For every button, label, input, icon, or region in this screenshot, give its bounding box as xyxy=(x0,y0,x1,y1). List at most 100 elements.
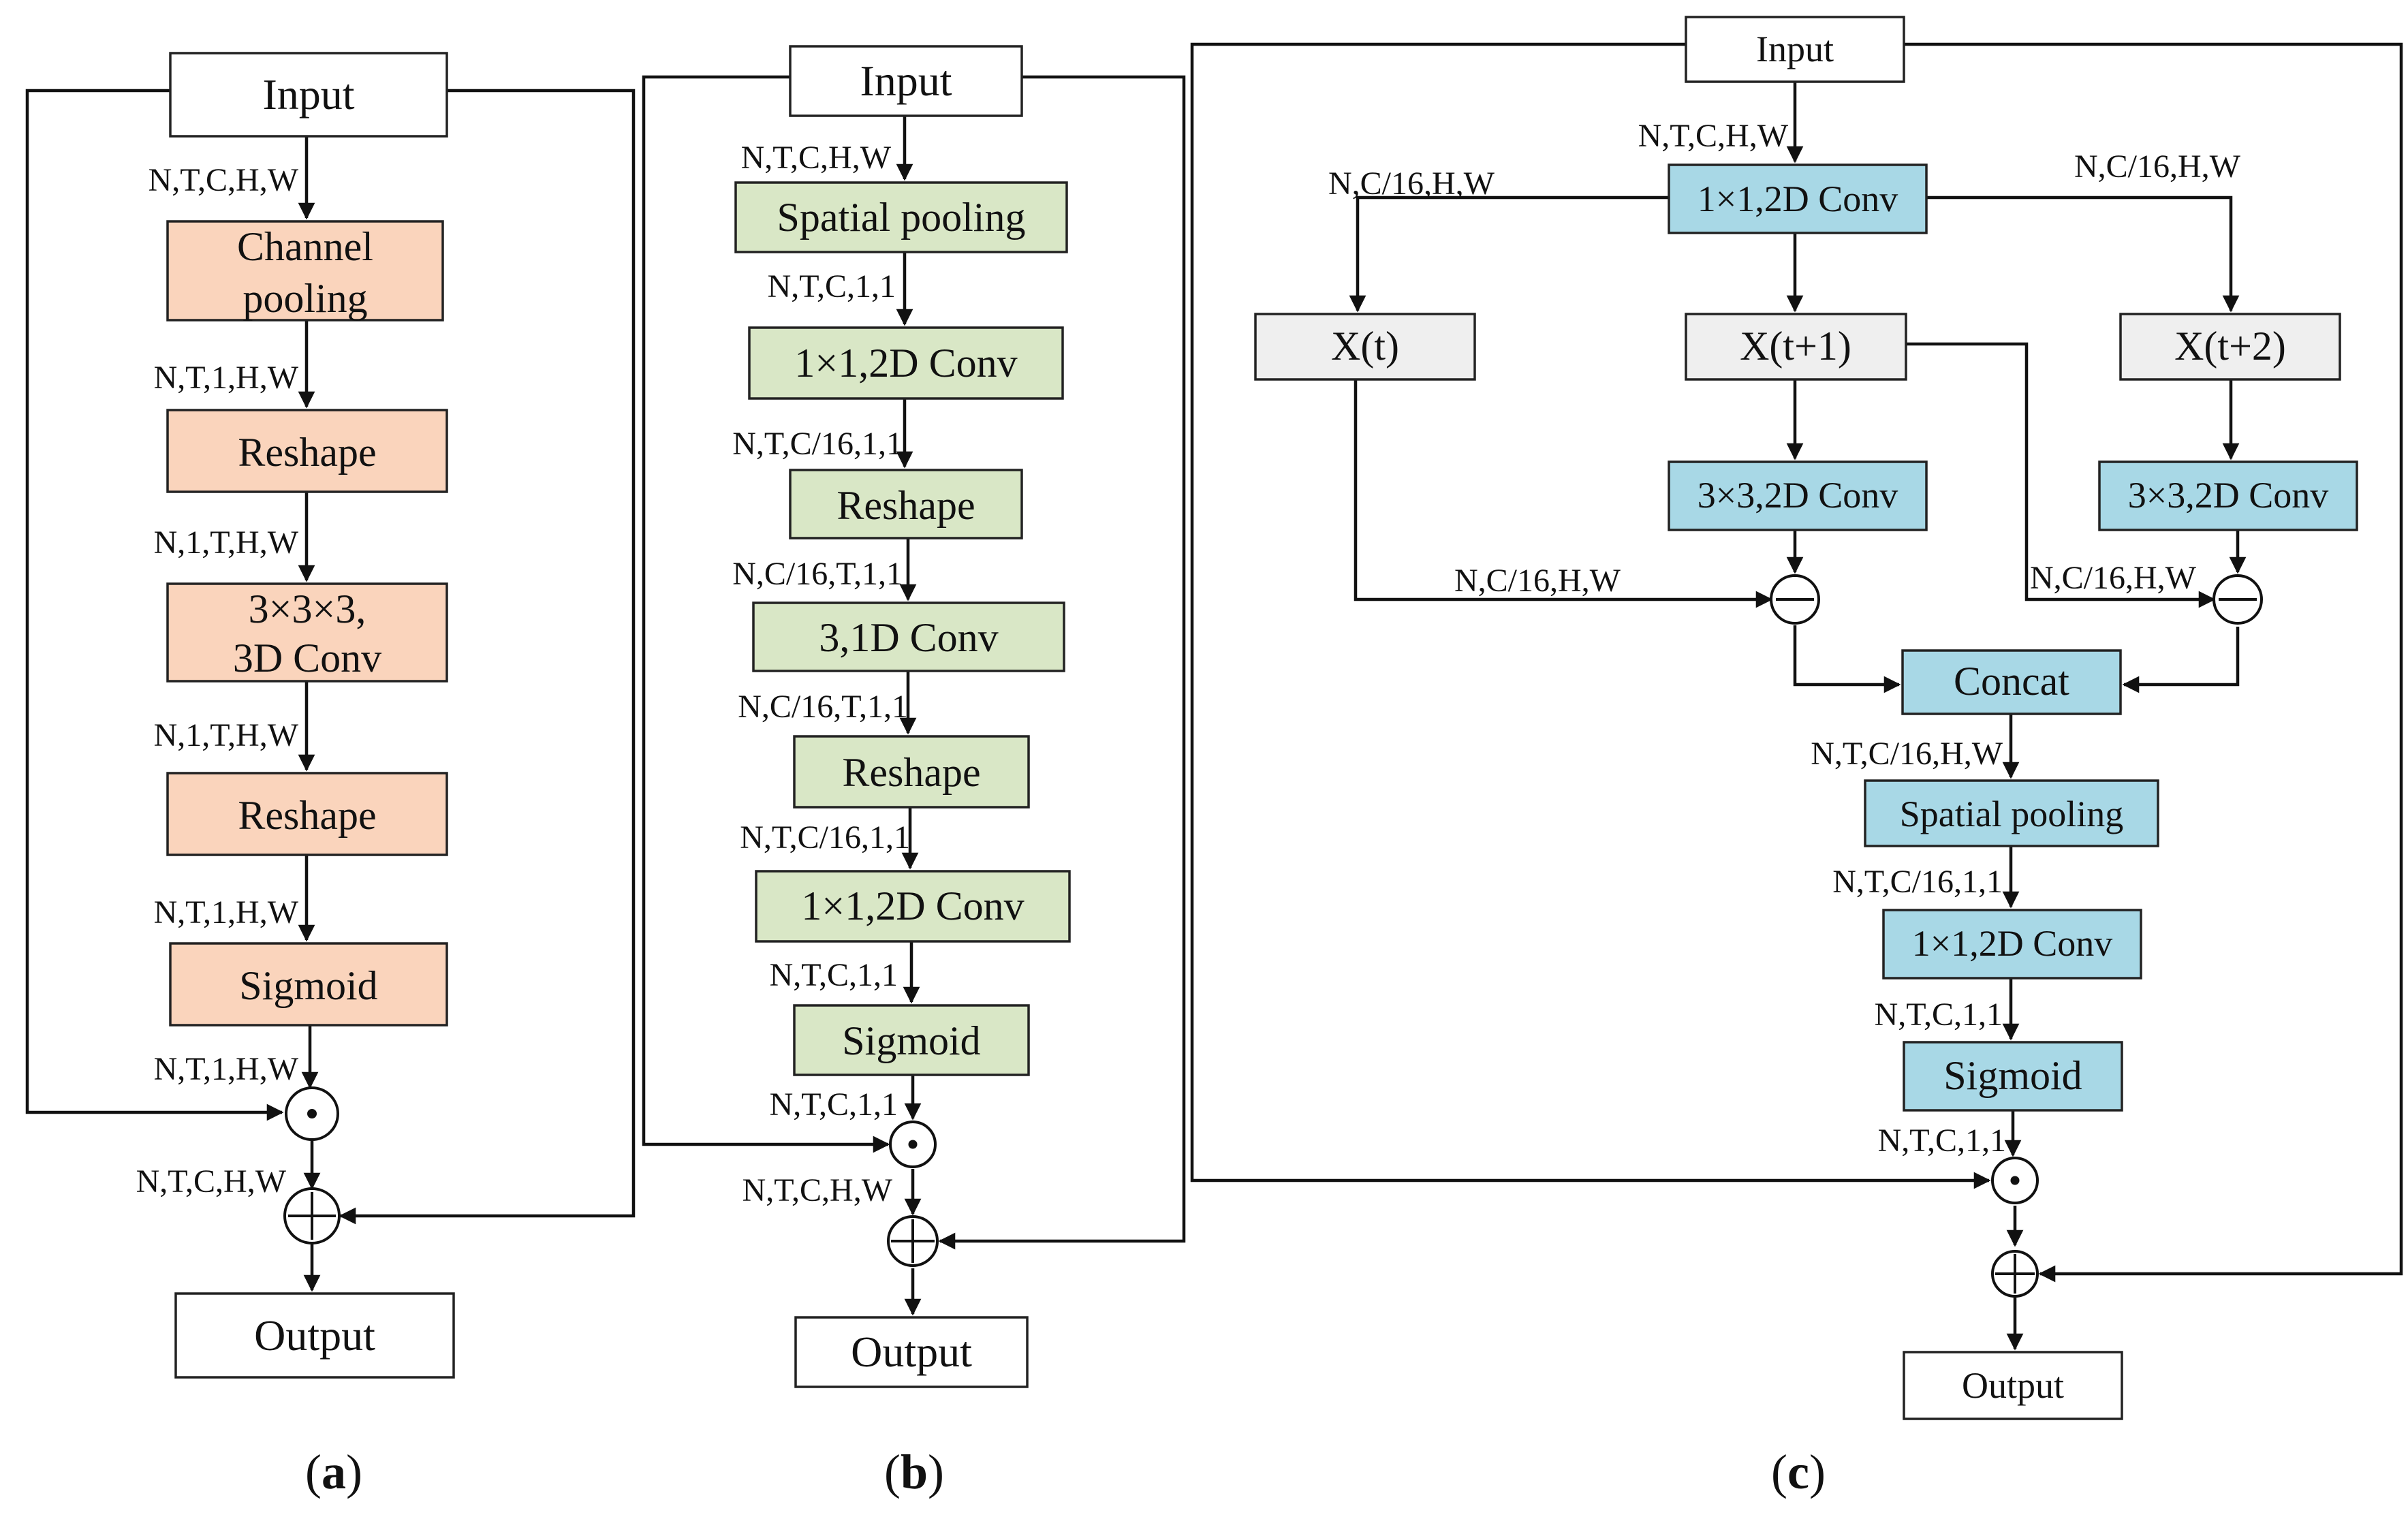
panel-b-label-2: N,T,C,1,1 xyxy=(768,268,896,304)
panel-c-label-concat: N,T,C/16,H,W xyxy=(1811,736,2003,772)
panel-c-label-input: N,T,C,H,W xyxy=(1638,118,1789,154)
panel-a-label-6: N,T,1,H,W xyxy=(154,1051,299,1087)
panel-b-input-box xyxy=(789,45,1023,117)
panel-b-label-1: N,T,C,H,W xyxy=(741,140,892,176)
panel-b-reshape-1-text: Reshape xyxy=(836,483,975,528)
panel-a-label-4: N,1,T,H,W xyxy=(154,717,299,753)
panel-b-multiply-node xyxy=(889,1121,937,1168)
panel-c-label-pool: N,T,C/16,1,1 xyxy=(1832,864,2003,900)
panel-b-input-text: Input xyxy=(860,57,952,105)
panel-a-sigmoid-box xyxy=(169,942,448,1027)
panel-a: Input Channel pooling Reshape 3×3×3, 3D … xyxy=(25,52,636,1499)
panel-b-caption: (b) xyxy=(884,1445,944,1499)
panel-b-conv2d-2-text: 1×1,2D Conv xyxy=(801,883,1024,928)
panel-c-spatial-pooling-text: Spatial pooling xyxy=(1900,794,2123,834)
panel-c-xt1-text: X(t+1) xyxy=(1740,324,1851,369)
panel-c-conv2d-bottom-box xyxy=(1882,909,2142,980)
panel-a-reshape-1-text: Reshape xyxy=(238,430,376,475)
panel-b-reshape-2-text: Reshape xyxy=(842,750,980,795)
panel-a-channel-pooling-box xyxy=(166,220,444,322)
panel-c-add-node xyxy=(1991,1250,2039,1298)
panel-a-label-7: N,T,C,H,W xyxy=(136,1163,287,1200)
panel-c-label-sub-b: N,C/16,H,W xyxy=(2030,560,2197,596)
panel-c-input-text: Input xyxy=(1756,29,1834,69)
panel-a-output-text: Output xyxy=(254,1311,375,1360)
panel-a-label-2: N,T,1,H,W xyxy=(154,360,299,396)
panel-c-xt-box xyxy=(1254,313,1476,381)
panel-c-spatial-pooling-box xyxy=(1864,779,2159,847)
panel-a-input-text: Input xyxy=(262,70,354,119)
panel-c: Input 1×1,2D Conv X(t) X(t+1) X(t+2) 3×3… xyxy=(1190,16,2403,1499)
panel-a-connectors xyxy=(25,89,636,1292)
panel-c-output-text: Output xyxy=(1962,1365,2064,1406)
panel-a-reshape-2-text: Reshape xyxy=(238,793,376,838)
panel-b-label-9: N,T,C,H,W xyxy=(742,1172,893,1208)
panel-c-label-conv: N,T,C,1,1 xyxy=(1875,997,2003,1033)
panel-a-output-box xyxy=(174,1292,455,1379)
panel-a-channel-pooling-line1: Channel xyxy=(237,224,373,269)
panel-b-output-box xyxy=(794,1316,1029,1388)
panel-b-conv2d-1-box xyxy=(748,326,1064,400)
panel-c-label-right: N,C/16,H,W xyxy=(2074,148,2241,185)
panel-c-conv2d-top-box xyxy=(1668,163,1928,234)
panel-c-label-sub-a: N,C/16,H,W xyxy=(1454,563,1621,599)
panel-c-concat-box xyxy=(1901,649,2122,715)
panel-b-spatial-pooling-box xyxy=(734,181,1068,253)
panel-c-connectors xyxy=(1190,42,2403,1351)
panel-c-xt-text: X(t) xyxy=(1331,324,1399,369)
panel-b-connectors xyxy=(642,75,1186,1316)
panel-b-label-6: N,T,C/16,1,1 xyxy=(740,819,910,856)
panel-c-input-box xyxy=(1685,16,1905,83)
panel-c-conv2d-top-text: 1×1,2D Conv xyxy=(1698,178,1898,219)
panel-b-spatial-pooling-text: Spatial pooling xyxy=(777,195,1026,240)
panel-a-multiply-node xyxy=(285,1086,339,1141)
panel-a-conv3d-box xyxy=(166,582,448,683)
panel-a-label-5: N,T,1,H,W xyxy=(154,894,299,930)
panel-c-subtract-node-b xyxy=(2212,574,2263,625)
panel-b-conv2d-1-text: 1×1,2D Conv xyxy=(794,341,1017,386)
panel-c-concat-text: Concat xyxy=(1954,659,2069,704)
panel-c-caption: (c) xyxy=(1771,1445,1826,1499)
panel-a-conv3d-line2: 3D Conv xyxy=(233,636,381,680)
panel-c-sigmoid-text: Sigmoid xyxy=(1943,1053,2082,1098)
panel-c-conv3x3-a-box xyxy=(1668,460,1928,531)
panel-b-reshape-1-box xyxy=(789,469,1023,539)
panel-b-conv1d-text: 3,1D Conv xyxy=(819,615,998,660)
panel-b-output-text: Output xyxy=(851,1328,972,1376)
panel-a-sigmoid-text: Sigmoid xyxy=(239,963,377,1008)
panel-c-conv3x3-b-box xyxy=(2098,460,2358,531)
panel-a-channel-pooling-line2: pooling xyxy=(243,276,367,321)
panel-b-label-8: N,T,C,1,1 xyxy=(770,1086,898,1123)
panel-b-add-node xyxy=(887,1215,939,1267)
panel-a-input-box xyxy=(169,52,448,138)
panel-b-sigmoid-text: Sigmoid xyxy=(842,1018,980,1063)
panel-c-multiply-node xyxy=(1991,1157,2039,1204)
panel-b-reshape-2-box xyxy=(793,735,1030,809)
panel-c-sigmoid-box xyxy=(1903,1041,2123,1112)
panel-c-subtract-node-a xyxy=(1770,574,1820,625)
panel-a-caption: (a) xyxy=(305,1445,362,1499)
panel-a-reshape-1-box xyxy=(166,409,448,493)
panel-c-conv3x3-a-text: 3×3,2D Conv xyxy=(1698,475,1898,516)
panel-b-conv2d-2-box xyxy=(755,870,1071,943)
panel-a-reshape-2-box xyxy=(166,772,448,856)
panel-a-label-3: N,1,T,H,W xyxy=(154,524,299,561)
panel-c-label-sig: N,T,C,1,1 xyxy=(1878,1123,2006,1159)
panel-a-conv3d-line1: 3×3×3, xyxy=(249,586,366,631)
panel-b-conv1d-box xyxy=(752,601,1065,672)
panel-c-xt1-box xyxy=(1685,313,1907,381)
panel-c-xt2-text: X(t+2) xyxy=(2174,324,2286,369)
panel-c-output-box xyxy=(1903,1351,2123,1420)
panel-b-label-7: N,T,C,1,1 xyxy=(770,957,898,993)
panel-a-add-node xyxy=(283,1187,341,1244)
panel-c-xt2-box xyxy=(2119,313,2341,381)
panel-b-label-3: N,T,C/16,1,1 xyxy=(732,426,903,462)
panel-b: Input Spatial pooling 1×1,2D Conv Reshap… xyxy=(642,45,1186,1499)
panel-c-conv2d-bottom-text: 1×1,2D Conv xyxy=(1912,923,2112,964)
panel-c-label-left: N,C/16,H,W xyxy=(1328,166,1495,202)
panel-c-conv3x3-b-text: 3×3,2D Conv xyxy=(2128,475,2328,516)
panel-a-label-1: N,T,C,H,W xyxy=(148,162,299,198)
panel-b-sigmoid-box xyxy=(793,1004,1030,1076)
panel-b-label-5: N,C/16,T,1,1 xyxy=(738,689,908,725)
